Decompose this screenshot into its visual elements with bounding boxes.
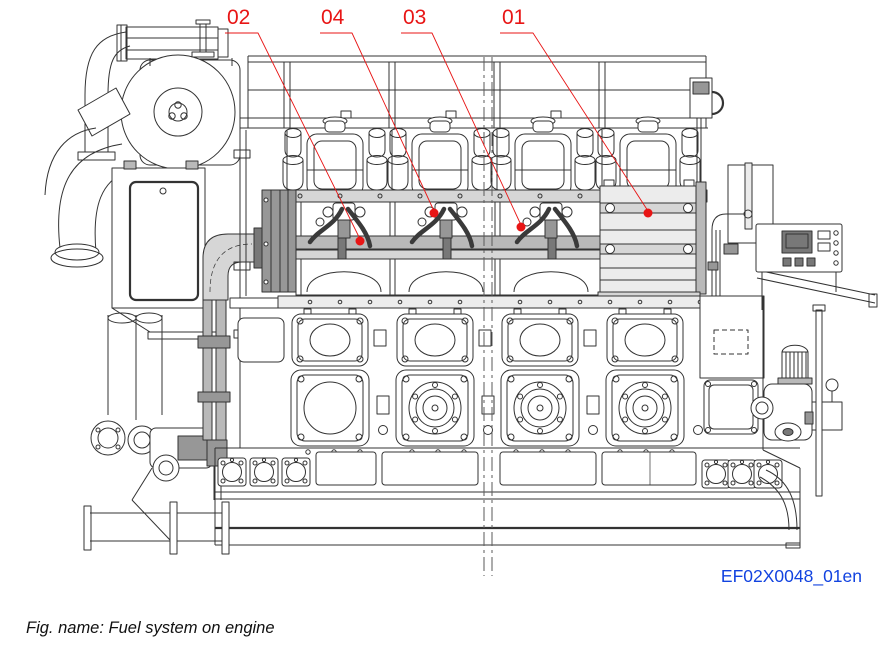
- control-panel: [755, 223, 878, 310]
- callout-label-03: 03: [403, 6, 426, 29]
- callout-01: 01: [500, 6, 653, 218]
- exhaust-gallery: [240, 55, 725, 190]
- figure-code: EF02X0048_01en: [721, 566, 862, 587]
- crankcase-covers: [291, 370, 703, 446]
- fuel-pump-region: [253, 189, 601, 296]
- callout-dot-01: [643, 208, 653, 218]
- callout-03: 03: [401, 6, 526, 232]
- exhaust-pipes-left: [90, 312, 233, 501]
- manifold-end-block: [253, 189, 297, 293]
- figure-caption: Fig. name: Fuel system on engine: [26, 619, 275, 637]
- turbocharger: [116, 24, 241, 170]
- callout-04: 04: [320, 6, 439, 218]
- charge-air-cooler: [111, 160, 221, 340]
- air-intake-duct: [44, 19, 215, 268]
- fuel-pipes-left: [197, 130, 259, 500]
- callout-02: 02: [225, 6, 365, 246]
- callout-dot-03: [516, 222, 526, 232]
- callout-label-04: 04: [321, 6, 345, 29]
- callout-label-02: 02: [227, 6, 250, 29]
- camshaft-covers: [237, 308, 684, 367]
- callout-label-01: 01: [502, 6, 525, 29]
- fuel-manifold: [295, 235, 601, 260]
- callout-dot-04: [429, 208, 439, 218]
- electric-motor: [777, 344, 813, 385]
- callout-dot-02: [355, 236, 365, 246]
- drive-end-assembly: [699, 162, 843, 497]
- engine-centerline: [483, 57, 493, 576]
- engine-block-band: [229, 295, 764, 309]
- fuel-filter-unit: [597, 179, 707, 299]
- base-frame: [214, 447, 801, 549]
- drain-pipe: [83, 499, 230, 555]
